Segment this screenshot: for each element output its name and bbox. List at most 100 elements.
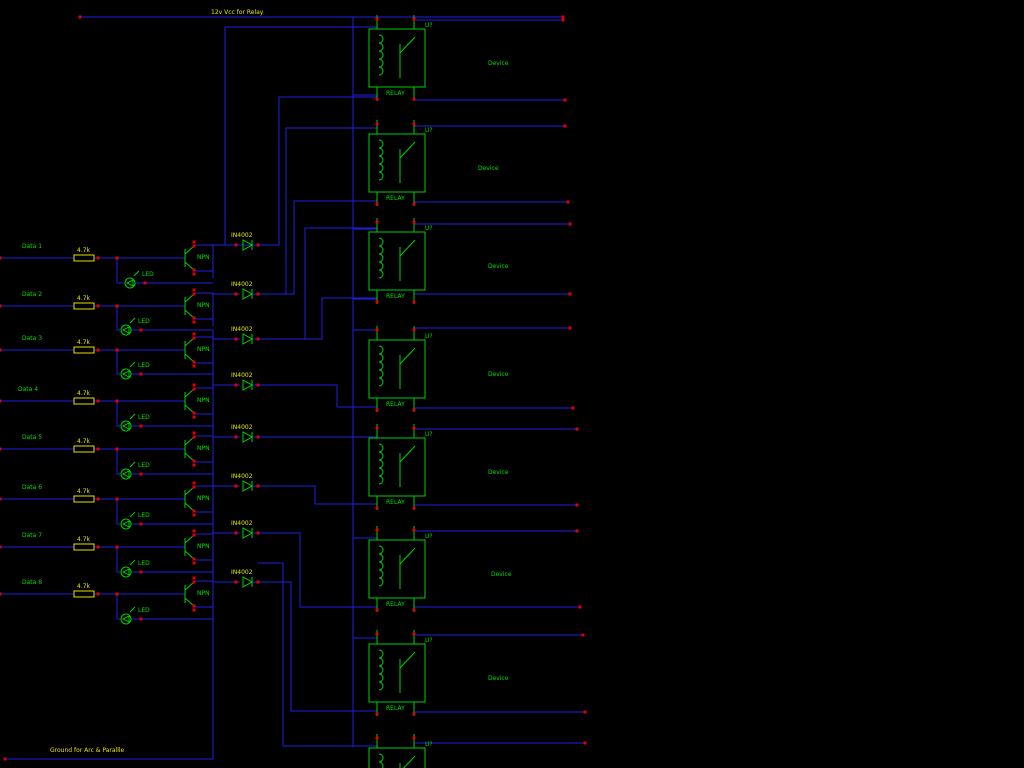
wire: [116, 306, 120, 331]
junction-dot: [575, 427, 579, 431]
led-arrow: [121, 520, 130, 528]
junction-dot: [375, 122, 379, 126]
junction-dot: [578, 605, 582, 609]
junction-dot: [192, 415, 196, 419]
relay-ref: U?: [425, 127, 433, 134]
npn-label: NPN: [197, 254, 210, 261]
junction-dot: [412, 528, 416, 532]
led: [120, 613, 132, 625]
wire: [258, 127, 377, 295]
junction-dot: [192, 364, 196, 368]
relay-ref: U?: [425, 637, 433, 644]
led: [120, 566, 132, 578]
relay-contact: [399, 445, 416, 463]
junction-dot: [115, 592, 119, 596]
junction-dot: [192, 320, 196, 324]
led: [120, 368, 132, 380]
junction-dot: [78, 15, 82, 19]
junction-dot: [192, 431, 196, 435]
vcc-label: 12v Vcc for Relay: [211, 9, 264, 16]
wires: [0, 16, 585, 760]
junction-dot: [256, 580, 260, 584]
junction-dot: [192, 576, 196, 580]
junction-dot: [192, 435, 196, 439]
junction-dot: [192, 557, 196, 561]
relay-ref: U?: [425, 741, 433, 748]
relay: [368, 326, 426, 412]
resistor: [73, 346, 95, 354]
junction-dot: [412, 122, 416, 126]
junction-dot: [234, 435, 238, 439]
junction-dot: [192, 360, 196, 364]
junction-dot: [256, 531, 260, 535]
data-input-label: Data 5: [22, 434, 42, 441]
wire: [258, 384, 377, 408]
led-arrow: [121, 568, 130, 576]
led-ray: [129, 317, 136, 324]
resistor-label: 4.7k: [77, 339, 91, 346]
resistor: [73, 495, 95, 503]
junction-dot: [568, 222, 572, 226]
junction-dot: [571, 406, 575, 410]
wire: [258, 485, 377, 505]
diode-label: IN4002: [231, 232, 253, 239]
junction-dot: [375, 328, 379, 332]
junction-dot: [375, 736, 379, 740]
diode-label: IN4002: [231, 424, 253, 431]
junction-dot: [375, 632, 379, 636]
junction-dot: [566, 200, 570, 204]
led-arrow: [121, 470, 130, 478]
wire: [258, 200, 377, 295]
junction-dot: [192, 481, 196, 485]
junction-dot: [96, 399, 100, 403]
junction-dot: [412, 632, 416, 636]
junction-dot: [0, 545, 2, 549]
device-label: Device: [491, 571, 512, 578]
relay-contact: [403, 755, 416, 768]
data-input-label: Data 8: [22, 579, 42, 586]
junction-dot: [375, 97, 379, 101]
data-input-label: Data 7: [22, 532, 42, 539]
junction-dot: [192, 316, 196, 320]
resistor-label: 4.7k: [77, 488, 91, 495]
junction-dot: [375, 220, 379, 224]
relay-body: [368, 339, 426, 399]
wire: [194, 533, 214, 567]
relay: [368, 424, 426, 510]
resistor: [73, 397, 95, 405]
led-ray: [129, 559, 136, 566]
data-input-label: Data 1: [22, 243, 42, 250]
led-arrow: [121, 615, 130, 623]
led: [120, 518, 132, 530]
wire: [258, 581, 377, 712]
resistor: [73, 590, 95, 598]
junction-dot: [412, 712, 416, 716]
junction-dot: [115, 497, 119, 501]
relay-body: [368, 437, 426, 497]
junction-dot: [375, 506, 379, 510]
labels: 12v Vcc for Relay Ground for Arc & Paral…: [18, 9, 512, 754]
junction-dot: [115, 348, 119, 352]
junction-dot: [3, 757, 7, 761]
relay-body: [368, 747, 426, 768]
junction-dot: [115, 399, 119, 403]
led-label: LED: [138, 512, 150, 519]
relay-contact: [399, 347, 416, 365]
wire: [5, 330, 214, 760]
junction-dot: [375, 408, 379, 412]
junction-dot: [115, 304, 119, 308]
junction-dot: [412, 736, 416, 740]
led-ray: [129, 361, 136, 368]
junction-dot: [192, 244, 196, 248]
junction-dot: [0, 592, 2, 596]
resistor: [73, 445, 95, 453]
junction-dot: [575, 503, 579, 507]
junction-dot: [583, 741, 587, 745]
led-arrow: [121, 370, 130, 378]
junction-dot: [375, 608, 379, 612]
relay-body: [368, 28, 426, 88]
junction-dot: [0, 256, 2, 260]
junction-dot: [561, 15, 565, 19]
diode-body: [242, 288, 254, 300]
